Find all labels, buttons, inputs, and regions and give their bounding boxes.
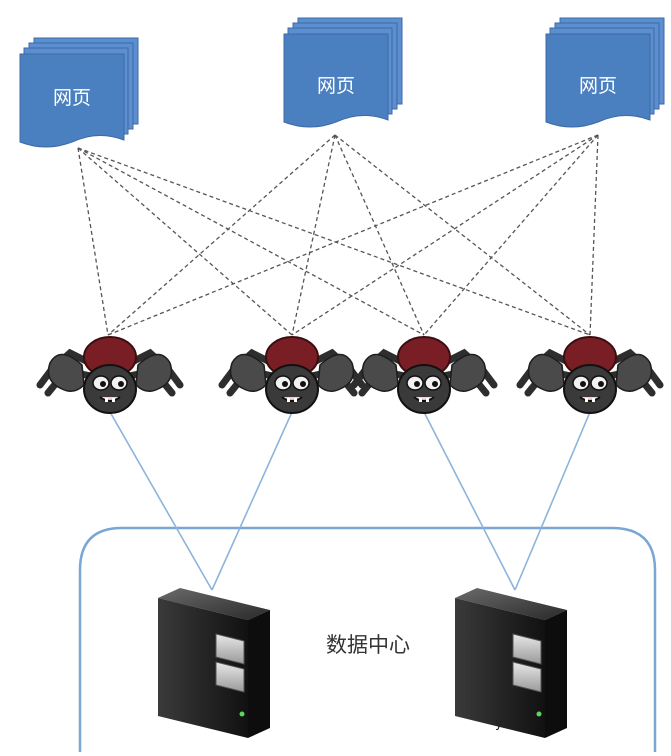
watermark-text: y (495, 716, 503, 731)
web-page-2[interactable]: 网页 (283, 17, 403, 128)
spider-icon (516, 336, 664, 414)
link-spider3-server2 (423, 411, 516, 591)
spider-crawler-1[interactable] (36, 336, 184, 414)
link-page2-spider2 (291, 134, 336, 336)
link-spider4-server2 (514, 411, 591, 591)
page-label: 网页 (317, 75, 355, 97)
spider-crawler-3[interactable] (350, 336, 498, 414)
web-page-1[interactable]: 网页 (19, 37, 139, 148)
page-label: 网页 (579, 75, 617, 97)
page-document-icon (545, 33, 651, 128)
page-document-icon (19, 53, 125, 148)
page-label: 网页 (53, 87, 91, 109)
server-tower-icon (158, 588, 270, 738)
spider-icon (36, 336, 184, 414)
server-1[interactable] (158, 588, 270, 738)
link-page2-spider3 (334, 134, 425, 336)
link-spider2-server1 (211, 411, 293, 591)
link-page2-spider4 (334, 134, 591, 336)
link-page2-spider1 (107, 134, 336, 336)
server-tower-icon (455, 588, 567, 738)
server-2[interactable] (455, 588, 567, 738)
link-page3-spider3 (423, 134, 599, 336)
solid-links (109, 411, 591, 591)
data-center-label: 数据中心 (326, 633, 410, 657)
dashed-links (77, 134, 599, 336)
link-page3-spider1 (107, 134, 599, 336)
link-page1-spider2 (77, 147, 293, 336)
link-page1-spider1 (77, 147, 109, 336)
link-page1-spider3 (77, 147, 425, 336)
link-page3-spider2 (291, 134, 599, 336)
spider-crawler-4[interactable] (516, 336, 664, 414)
spider-icon (350, 336, 498, 414)
spider-icon (218, 336, 366, 414)
page-document-icon (283, 33, 389, 128)
data-center-box (78, 526, 657, 752)
spider-crawler-2[interactable] (218, 336, 366, 414)
link-spider1-server1 (109, 411, 213, 591)
link-page3-spider4 (589, 134, 599, 336)
web-page-3[interactable]: 网页 (545, 17, 665, 128)
